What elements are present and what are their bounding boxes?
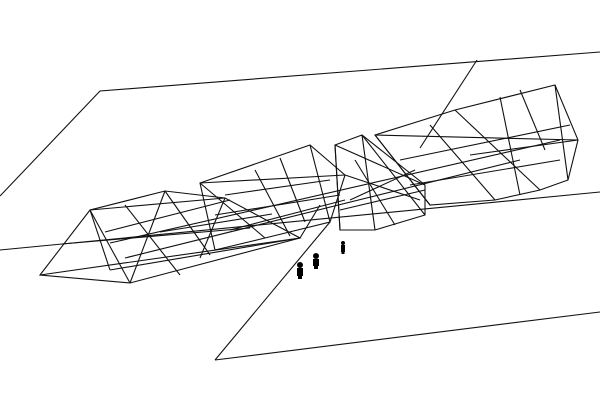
person-figure-2 xyxy=(313,253,319,269)
ground-plane-edge-top xyxy=(0,51,600,197)
ground-plane-edge-back xyxy=(419,59,478,149)
walkway-edge-left xyxy=(214,221,331,361)
walkway-edge-bottom xyxy=(214,311,600,361)
person-figure-3 xyxy=(341,241,345,254)
wireframe-module-4 xyxy=(374,84,579,206)
walkway-strip xyxy=(214,221,600,361)
scale-figures xyxy=(297,241,345,279)
wireframe-module-1 xyxy=(38,190,302,284)
wireframe-module-3 xyxy=(334,134,426,231)
person-figure-1 xyxy=(297,262,303,279)
wireframe-module-2 xyxy=(199,144,346,251)
spanning-members xyxy=(109,139,561,259)
